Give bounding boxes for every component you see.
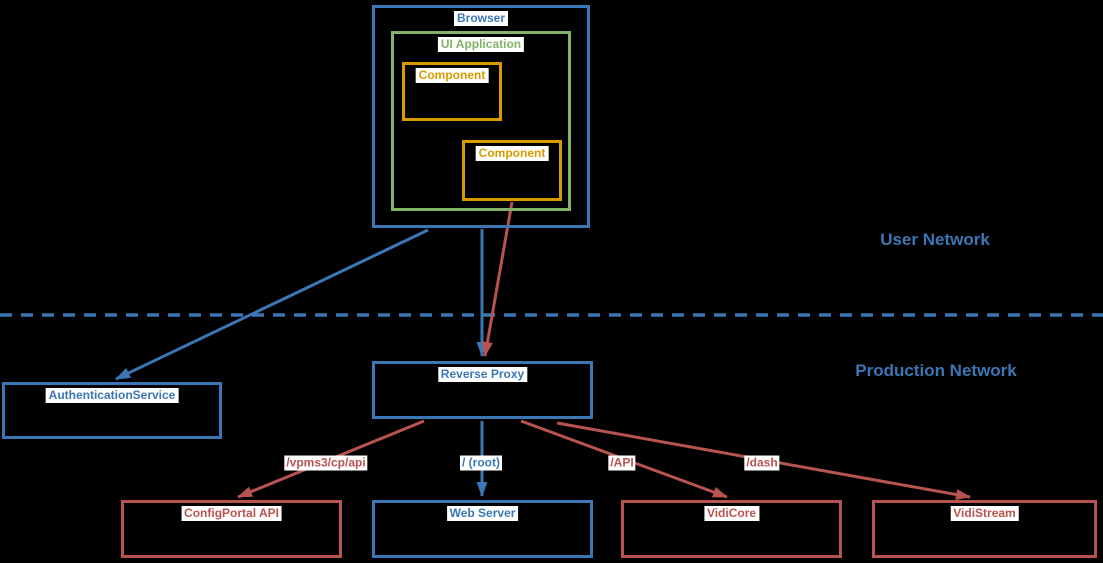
node-component-1: Component <box>402 62 502 121</box>
edge-label-vpms3-cp-api: /vpms3/cp/api <box>284 455 368 471</box>
node-ui-application: UI Application <box>391 31 571 211</box>
node-authentication-service: AuthenticationService <box>2 382 222 439</box>
edge-browser-to-auth <box>115 228 429 381</box>
node-component-2: Component <box>462 140 562 201</box>
node-browser: Browser <box>372 5 590 228</box>
edge-label-api: /API <box>608 455 636 471</box>
edge-label-root: / (root) <box>460 455 502 471</box>
node-ui-application-label: UI Application <box>437 37 525 52</box>
node-reverse-proxy: Reverse Proxy <box>372 361 593 419</box>
node-component-1-label: Component <box>415 68 489 83</box>
node-reverse-proxy-label: Reverse Proxy <box>437 367 528 382</box>
node-vidistream: VidiStream <box>872 500 1097 558</box>
node-web-server: Web Server <box>372 500 593 558</box>
node-vidicore: VidiCore <box>621 500 842 558</box>
node-vidistream-label: VidiStream <box>950 506 1019 521</box>
node-authentication-service-label: AuthenticationService <box>45 388 179 403</box>
node-configportal-api-label: ConfigPortal API <box>181 506 282 521</box>
node-browser-label: Browser <box>453 11 509 26</box>
zone-label-production-network: Production Network <box>855 361 1017 380</box>
node-web-server-label: Web Server <box>446 506 519 521</box>
node-component-2-label: Component <box>475 146 549 161</box>
edge-label-dash: /dash <box>744 455 780 471</box>
node-vidicore-label: VidiCore <box>703 506 760 521</box>
zone-label-user-network: User Network <box>880 230 990 249</box>
node-configportal-api: ConfigPortal API <box>121 500 342 558</box>
